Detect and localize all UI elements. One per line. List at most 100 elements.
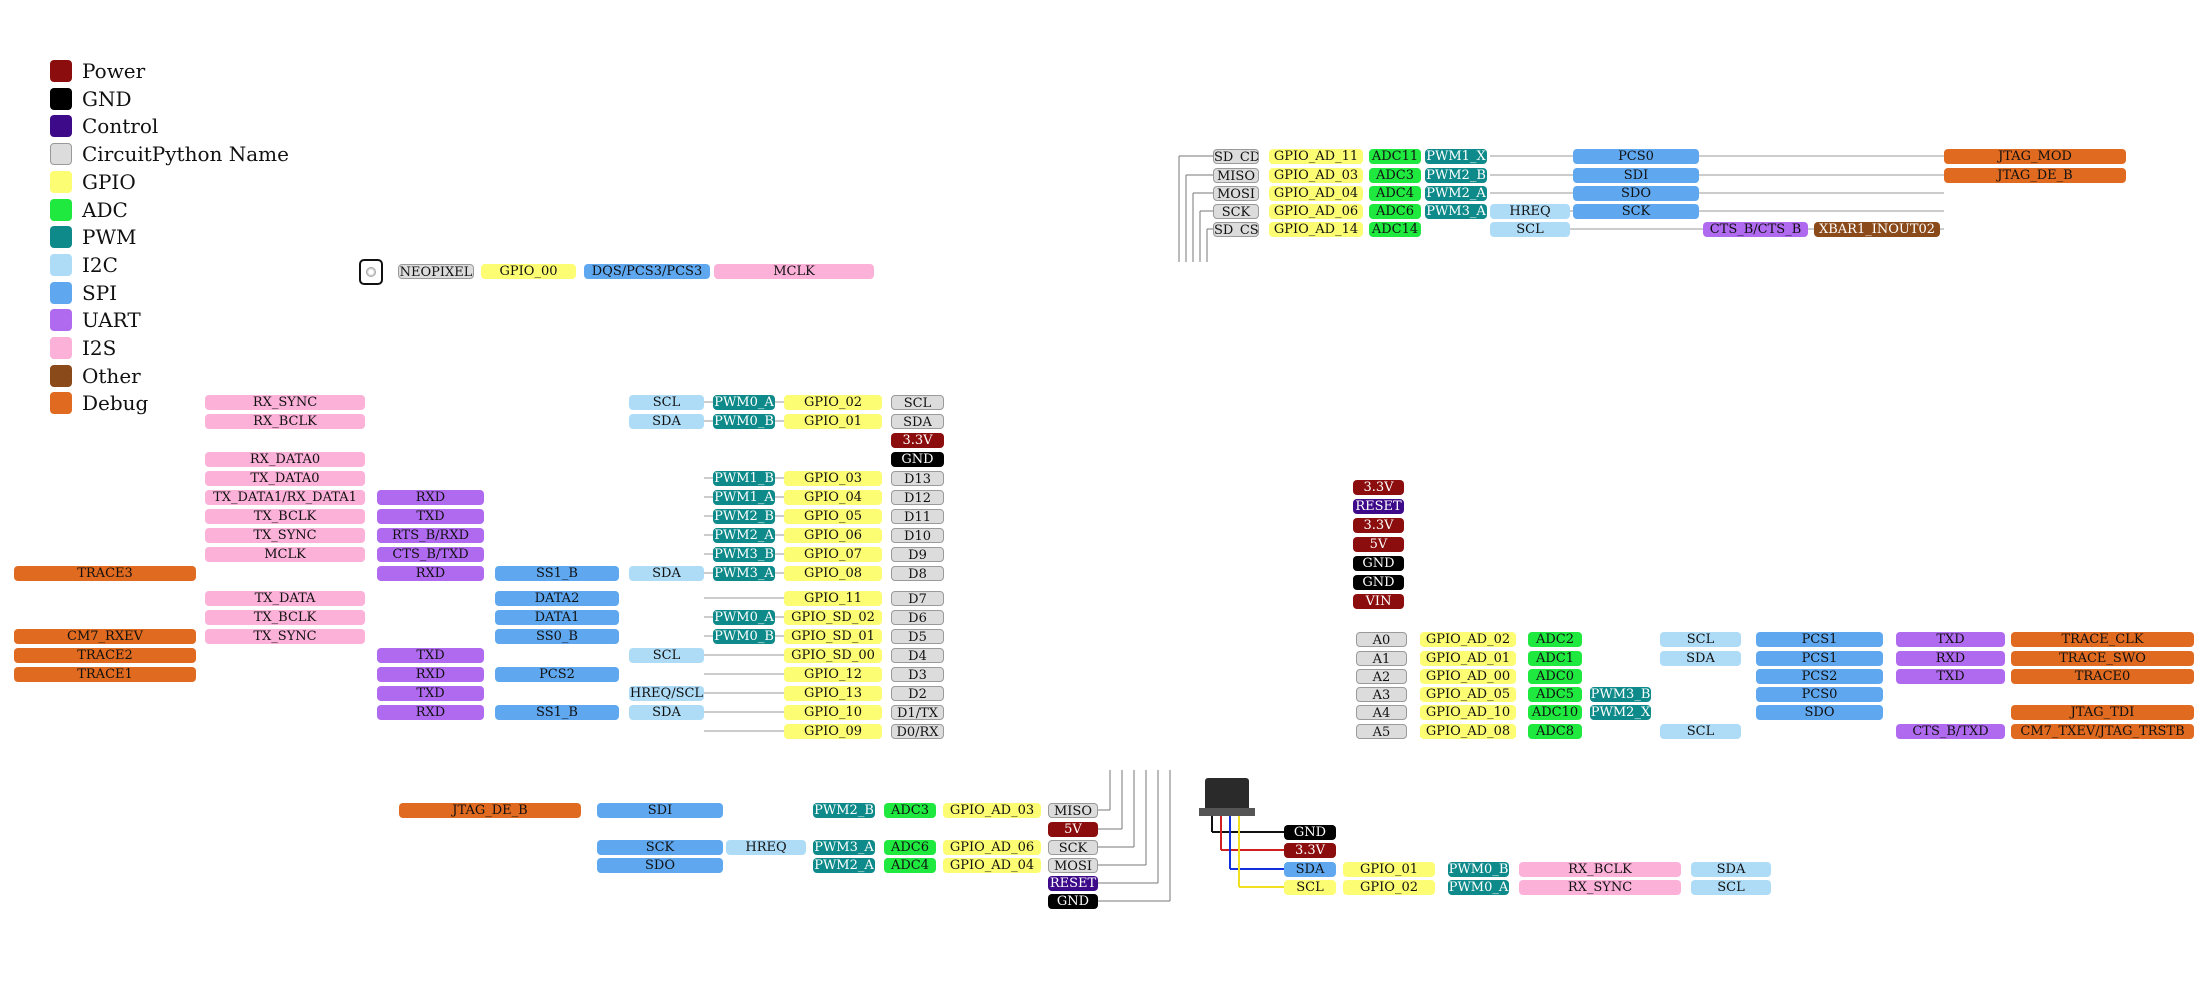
neopixel-i2s-label: MCLK — [714, 264, 874, 279]
legend-swatch — [50, 198, 72, 221]
legend-swatch — [50, 115, 72, 138]
spi-gpio-label: GPIO_AD_06 — [943, 840, 1041, 855]
power-pin-label: 3.3V — [1353, 518, 1404, 533]
right-spi-label: PCS1 — [1756, 632, 1883, 647]
left-gpio-label: GPIO_08 — [784, 566, 882, 581]
spi-adc-label: ADC4 — [884, 858, 936, 873]
left-gpio-label: GPIO_03 — [784, 471, 882, 486]
power-pin-label: RESET — [1353, 499, 1404, 514]
left-i2s-label: RX_BCLK — [205, 414, 365, 429]
left-spi-label: SS1_B — [495, 705, 619, 720]
left-gpio-label: GPIO_05 — [784, 509, 882, 524]
legend-swatch — [50, 170, 72, 193]
legend-swatch — [50, 281, 72, 304]
sd-debug-label: JTAG_DE_B — [1944, 168, 2126, 183]
right-gpio-label: GPIO_AD_08 — [1420, 724, 1516, 739]
left-i2c-label: HREQ/SCL — [629, 686, 704, 701]
legend-swatch — [50, 337, 72, 359]
left-i2s-label: TX_DATA — [205, 591, 365, 606]
left-i2s-label: TX_SYNC — [205, 528, 365, 543]
right-uart-label: RXD — [1896, 651, 2005, 666]
left-gpio-label: GPIO_12 — [784, 667, 882, 682]
left-pwm-label: PWM3_B — [713, 547, 775, 562]
left-name-label: D1/TX — [891, 705, 944, 720]
sd-name-label: SCK — [1213, 204, 1259, 219]
spi-pwm-label: PWM3_A — [813, 840, 875, 855]
sd-pwm-label: PWM2_B — [1425, 168, 1487, 183]
legend-swatch — [50, 364, 72, 387]
left-gpio-label: GPIO_02 — [784, 395, 882, 410]
right-name-label: A1 — [1356, 651, 1407, 666]
left-uart-label: TXD — [377, 686, 484, 701]
stemma-gpio-label: GPIO_01 — [1343, 862, 1435, 877]
stemma-pwm-label: PWM0_A — [1448, 880, 1509, 895]
left-debug-label: CM7_RXEV — [14, 629, 196, 644]
power-pin-label: GND — [1353, 556, 1404, 571]
sd-gpio-label: GPIO_AD_04 — [1269, 186, 1363, 201]
left-i2s-label: TX_DATA0 — [205, 471, 365, 486]
legend-label: PWM — [82, 225, 137, 250]
left-debug-label: TRACE2 — [14, 648, 196, 663]
left-i2s-label: RX_DATA0 — [205, 452, 365, 467]
spi-name-label: MOSI — [1048, 858, 1098, 873]
left-gpio-label: GPIO_10 — [784, 705, 882, 720]
sd-adc-label: ADC3 — [1369, 168, 1421, 183]
left-uart-label: RXD — [377, 667, 484, 682]
neopixel-led-icon — [359, 259, 383, 285]
right-debug-label: TRACE0 — [2011, 669, 2194, 684]
spi-spi-label: SDI — [597, 803, 723, 818]
stemma-pwm-label: PWM0_B — [1448, 862, 1509, 877]
right-gpio-label: GPIO_AD_00 — [1420, 669, 1516, 684]
left-gpio-label: GPIO_07 — [784, 547, 882, 562]
spi-gpio-label: GPIO_AD_03 — [943, 803, 1041, 818]
right-name-label: A2 — [1356, 669, 1407, 684]
left-gpio-label: GPIO_SD_00 — [784, 648, 882, 663]
sd-name-label: MOSI — [1213, 186, 1259, 201]
sd-adc-label: ADC14 — [1369, 222, 1421, 237]
right-pwm-label: PWM2_X — [1590, 705, 1651, 720]
legend-swatch — [50, 143, 72, 166]
left-uart-label: CTS_B/TXD — [377, 547, 484, 562]
sd-adc-label: ADC6 — [1369, 204, 1421, 219]
sd-i2c-label: HREQ — [1490, 204, 1570, 219]
right-adc-label: ADC1 — [1528, 651, 1582, 666]
left-name-label: SDA — [891, 414, 944, 429]
left-name-label: D0/RX — [891, 724, 944, 739]
left-spi-label: SS0_B — [495, 629, 619, 644]
right-uart-label: TXD — [1896, 632, 2005, 647]
left-gpio-label: GPIO_06 — [784, 528, 882, 543]
stemma-i2c-label: SDA — [1691, 862, 1771, 877]
sd-adc-label: ADC4 — [1369, 186, 1421, 201]
sd-gpio-label: GPIO_AD_03 — [1269, 168, 1363, 183]
left-uart-label: RXD — [377, 705, 484, 720]
left-i2s-label: MCLK — [205, 547, 365, 562]
sd-i2c-label: SCL — [1490, 222, 1570, 237]
left-spi-label: DATA2 — [495, 591, 619, 606]
left-name-label: GND — [891, 452, 944, 467]
left-uart-label: TXD — [377, 509, 484, 524]
right-gpio-label: GPIO_AD_01 — [1420, 651, 1516, 666]
stemma-pin-label: 3.3V — [1284, 843, 1336, 858]
left-name-label: 3.3V — [891, 433, 944, 448]
left-i2s-label: TX_SYNC — [205, 629, 365, 644]
left-name-label: D7 — [891, 591, 944, 606]
spi-name-label: MISO — [1048, 803, 1098, 818]
left-uart-label: TXD — [377, 648, 484, 663]
right-spi-label: PCS1 — [1756, 651, 1883, 666]
left-gpio-label: GPIO_09 — [784, 724, 882, 739]
sd-adc-label: ADC11 — [1369, 149, 1421, 164]
left-spi-label: SS1_B — [495, 566, 619, 581]
left-pwm-label: PWM0_A — [713, 610, 775, 625]
left-name-label: D6 — [891, 610, 944, 625]
left-gpio-label: GPIO_SD_01 — [784, 629, 882, 644]
sd-gpio-label: GPIO_AD_06 — [1269, 204, 1363, 219]
left-spi-label: DATA1 — [495, 610, 619, 625]
sd-pwm-label: PWM2_A — [1425, 186, 1487, 201]
right-debug-label: TRACE_SWO — [2011, 651, 2194, 666]
left-pwm-label: PWM3_A — [713, 566, 775, 581]
sd-pwm-label: PWM3_A — [1425, 204, 1487, 219]
left-i2c-label: SDA — [629, 566, 704, 581]
spi-adc-label: ADC6 — [884, 840, 936, 855]
left-pwm-label: PWM0_B — [713, 629, 775, 644]
